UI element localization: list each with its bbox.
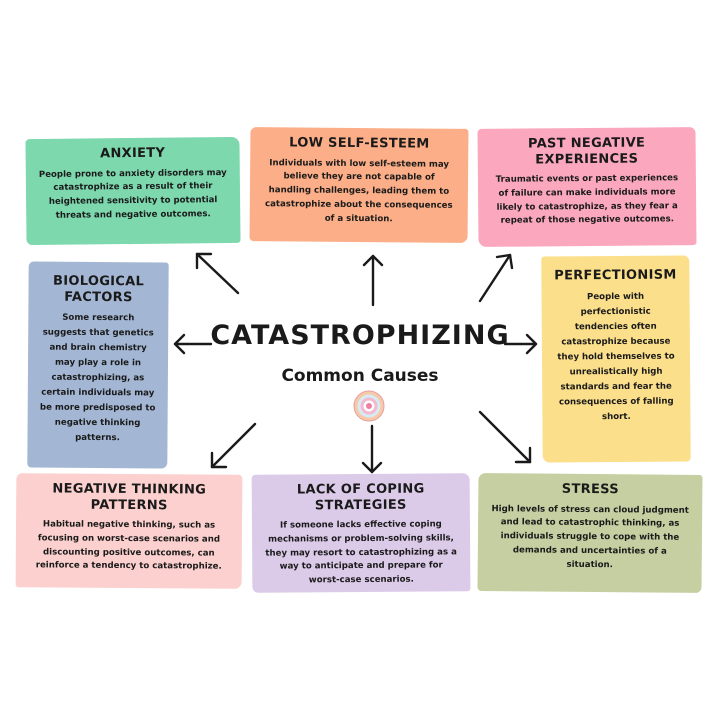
card-text: People with perfectionistic tendencies o… (557, 291, 675, 422)
main-title: CATASTROPHIZING (210, 320, 510, 351)
card-biological-factors: BIOLOGICAL FACTORS Some research suggest… (27, 261, 169, 469)
card-title: PERFECTIONISM (554, 267, 677, 284)
card-low-self-esteem: LOW SELF-ESTEEM Individuals with low sel… (249, 127, 469, 243)
card-title: BIOLOGICAL FACTORS (53, 273, 145, 305)
card-text: Habitual negative thinking, such as focu… (35, 519, 222, 573)
card-perfectionism: PERFECTIONISM People with perfectionisti… (541, 255, 691, 463)
card-text: Traumatic events or past experiences of … (495, 173, 679, 227)
card-title: LOW SELF-ESTEEM (289, 135, 430, 152)
arrow-to-negative-thinking (210, 422, 257, 469)
card-text: Individuals with low self-esteem may bel… (264, 157, 453, 224)
arrow-to-stress (478, 410, 532, 464)
card-past-negative-experiences: PAST NEGATIVE EXPERIENCES Traumatic even… (477, 127, 697, 247)
card-stress: STRESS High levels of stress can cloud j… (477, 473, 703, 593)
card-negative-thinking-patterns: NEGATIVE THINKING PATTERNS Habitual nega… (15, 473, 243, 589)
card-text: High levels of stress can cloud judgment… (491, 503, 689, 570)
card-title: ANXIETY (99, 145, 166, 162)
card-lack-of-coping-strategies: LACK OF COPING STRATEGIES If someone lac… (251, 473, 471, 593)
arrow-to-coping-strategies (361, 424, 383, 474)
arrow-to-low-self-esteem (362, 254, 384, 307)
card-anxiety: ANXIETY People prone to anxiety disorder… (25, 136, 241, 246)
card-title: NEGATIVE THINKING PATTERNS (52, 481, 207, 513)
subtitle: Common Causes (281, 366, 439, 386)
arrow-to-past-negative-experiences (478, 253, 514, 303)
card-title: PAST NEGATIVE EXPERIENCES (527, 135, 646, 168)
rainbow-badge-icon (353, 390, 385, 422)
arrow-to-biological-factors (173, 333, 213, 355)
card-text: People prone to anxiety disorders may ca… (38, 167, 227, 221)
card-text: If someone lacks effective coping mechan… (265, 519, 457, 586)
card-title: STRESS (561, 481, 619, 498)
arrow-to-perfectionism (503, 333, 538, 355)
arrow-to-anxiety (195, 252, 240, 295)
card-title: LACK OF COPING STRATEGIES (296, 481, 425, 513)
card-text: Some research suggests that genetics and… (39, 312, 156, 444)
